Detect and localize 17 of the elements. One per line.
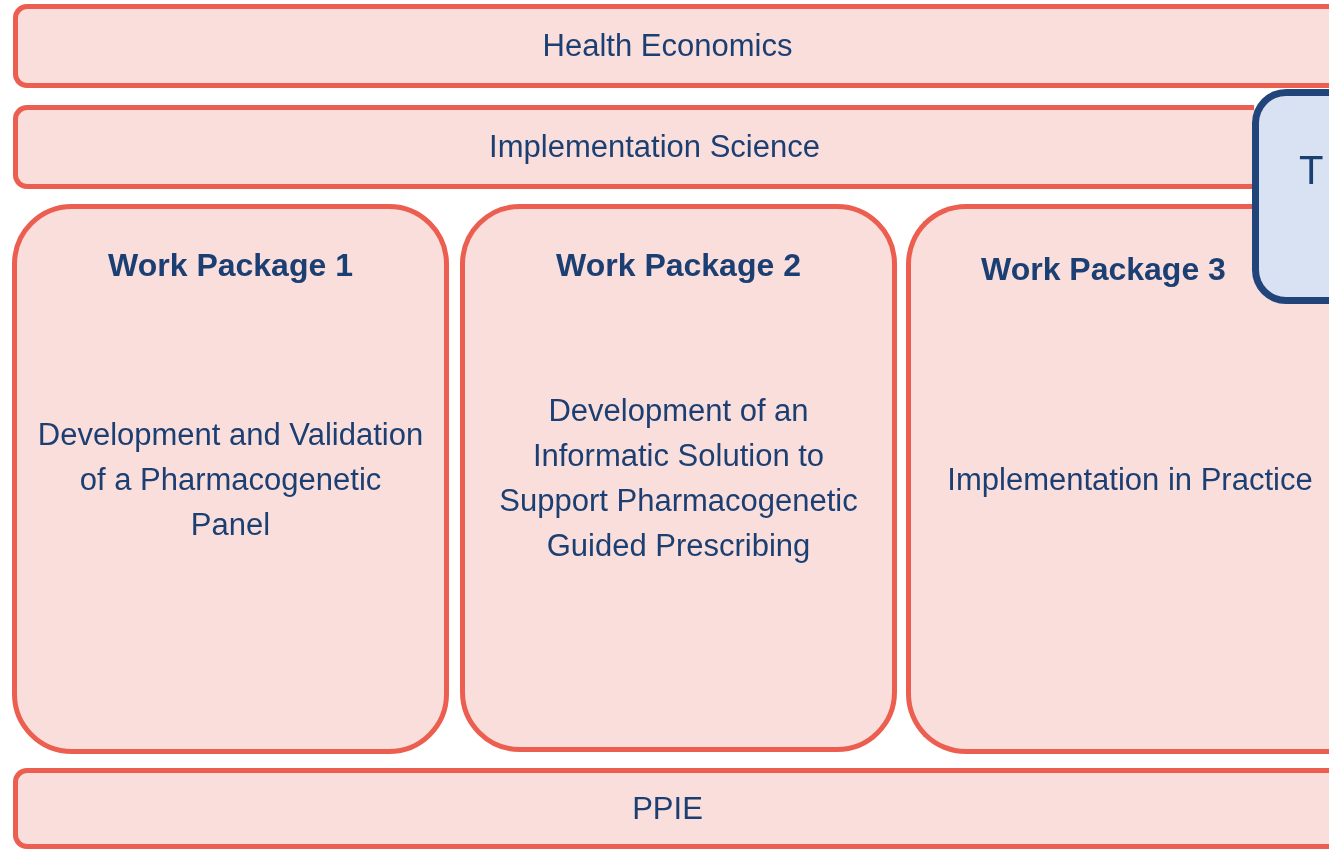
band-box [13, 105, 1254, 189]
box-label: T [1299, 148, 1324, 193]
package-description: Development and Validation of a Pharmacogenetic Panel [37, 415, 424, 544]
package-heading: Work Package 3 [981, 251, 1226, 288]
band-box [13, 4, 1329, 88]
package-description: Development of an Informatic Solution to Support Pharmacogenetic Guided Prescribing [498, 392, 859, 565]
work-package-box [906, 204, 1329, 754]
work-package-box [12, 204, 449, 754]
package-description: Implementation in Practice [946, 460, 1314, 499]
band-label: Implementation Science [489, 129, 820, 165]
side-box [1252, 89, 1329, 304]
package-heading: Work Package 1 [107, 247, 354, 284]
work-package-box [460, 204, 897, 752]
band-label: Health Economics [542, 28, 793, 64]
package-heading: Work Package 2 [555, 247, 802, 284]
band-label: PPIE [632, 790, 703, 827]
band-box [13, 768, 1329, 849]
